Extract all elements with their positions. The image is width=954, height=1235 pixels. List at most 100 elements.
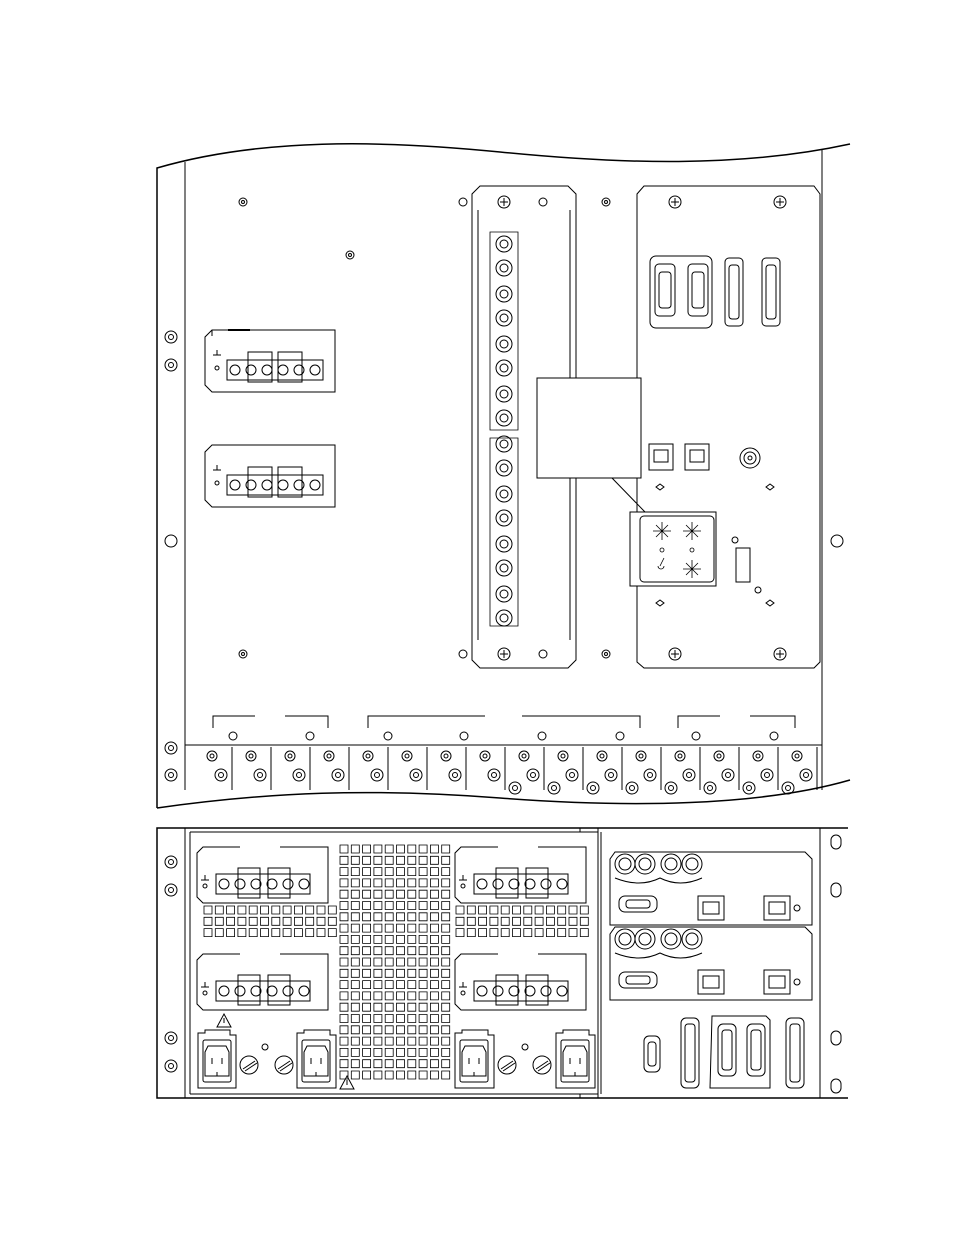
vent-hole [385, 969, 393, 977]
vent-hole [524, 917, 532, 925]
bnc-module [285, 747, 310, 790]
terminal-block-3 [455, 847, 586, 903]
bnc-connector-icon [246, 751, 256, 761]
vent-hole [385, 935, 393, 943]
bnc-connector-icon [597, 751, 607, 761]
bnc-connector-icon [722, 769, 734, 781]
vent-hole [340, 1003, 348, 1011]
bnc-connector-icon [527, 769, 539, 781]
vent-hole [430, 992, 438, 1000]
vent-hole [513, 917, 521, 925]
bnc-connector-icon [332, 769, 344, 781]
vent-hole [363, 1015, 371, 1023]
power-terminal-block-2 [205, 445, 335, 507]
vent-hole [419, 935, 427, 943]
vent-hole [419, 969, 427, 977]
bnc-connector-icon [441, 751, 451, 761]
vent-hole [204, 906, 212, 914]
ground-symbol-icon [459, 982, 467, 995]
vent-hole [385, 1071, 393, 1079]
vent-hole [385, 1026, 393, 1034]
ground-symbol-icon [213, 465, 221, 485]
vent-hole [546, 917, 554, 925]
vent-hole [408, 868, 416, 876]
vent-hole [580, 929, 588, 937]
bnc-module [782, 747, 817, 794]
vent-hole [317, 906, 325, 914]
vent-hole [442, 1037, 450, 1045]
vent-hole [513, 929, 521, 937]
vent-hole [397, 924, 405, 932]
vent-hole [546, 906, 554, 914]
vent-hole [340, 992, 348, 1000]
ventilation-grid [204, 845, 588, 1079]
vent-hole [442, 947, 450, 955]
vent-hole [351, 1037, 359, 1045]
bnc-module [480, 747, 505, 790]
vent-hole [430, 1026, 438, 1034]
fuse-icon [533, 1056, 551, 1074]
vent-hole [430, 969, 438, 977]
vent-hole [419, 1037, 427, 1045]
vent-hole [363, 1003, 371, 1011]
vent-hole [363, 1026, 371, 1034]
vent-hole [340, 845, 348, 853]
vent-hole [340, 935, 348, 943]
bnc-module [402, 747, 427, 790]
vent-hole [385, 924, 393, 932]
vent-hole [580, 917, 588, 925]
vent-hole [430, 947, 438, 955]
vent-hole [569, 906, 577, 914]
callout-leader [612, 478, 645, 512]
bnc-connector-icon [496, 236, 512, 626]
bnc-connector-icon [254, 769, 266, 781]
vent-hole [430, 1037, 438, 1045]
dsub-connector-3 [725, 258, 743, 326]
vent-hole [351, 1060, 359, 1068]
vent-hole [294, 929, 302, 937]
vent-hole [351, 902, 359, 910]
vent-hole [430, 924, 438, 932]
vent-hole [385, 868, 393, 876]
vent-hole [419, 913, 427, 921]
iec-power-inlet-2 [297, 1030, 336, 1088]
vent-hole [351, 856, 359, 864]
vent-hole [272, 929, 280, 937]
vent-hole [442, 981, 450, 989]
vent-hole [419, 1015, 427, 1023]
bnc-connector-icon [714, 751, 724, 761]
bnc-connector-icon [675, 751, 685, 761]
vent-hole [215, 929, 223, 937]
vent-hole [397, 856, 405, 864]
vent-hole [374, 935, 382, 943]
vent-hole [294, 917, 302, 925]
dsub-connector-4 [762, 258, 780, 326]
ground-symbol-icon [213, 350, 221, 370]
vent-hole [524, 906, 532, 914]
vent-hole [340, 1048, 348, 1056]
dsub-connector-2 [688, 264, 708, 316]
vent-hole [351, 935, 359, 943]
vent-hole [442, 890, 450, 898]
vent-hole [363, 1037, 371, 1045]
vent-hole [351, 947, 359, 955]
bnc-connector-icon [449, 769, 461, 781]
vent-hole [535, 929, 543, 937]
vent-hole [419, 1003, 427, 1011]
vent-hole [442, 1060, 450, 1068]
vent-hole [442, 924, 450, 932]
dsub-connector-group [644, 1016, 804, 1088]
vent-hole [442, 1015, 450, 1023]
bnc-module [548, 747, 583, 794]
vent-hole [408, 856, 416, 864]
vent-hole [490, 917, 498, 925]
bnc-module [363, 747, 388, 790]
vent-hole [430, 1071, 438, 1079]
vent-hole [442, 1071, 450, 1079]
vent-hole [397, 947, 405, 955]
vent-hole [351, 1026, 359, 1034]
vent-hole [272, 917, 280, 925]
power-terminal-block-1 [205, 330, 335, 392]
vent-hole [215, 917, 223, 925]
bnc-connector-icon [363, 751, 373, 761]
